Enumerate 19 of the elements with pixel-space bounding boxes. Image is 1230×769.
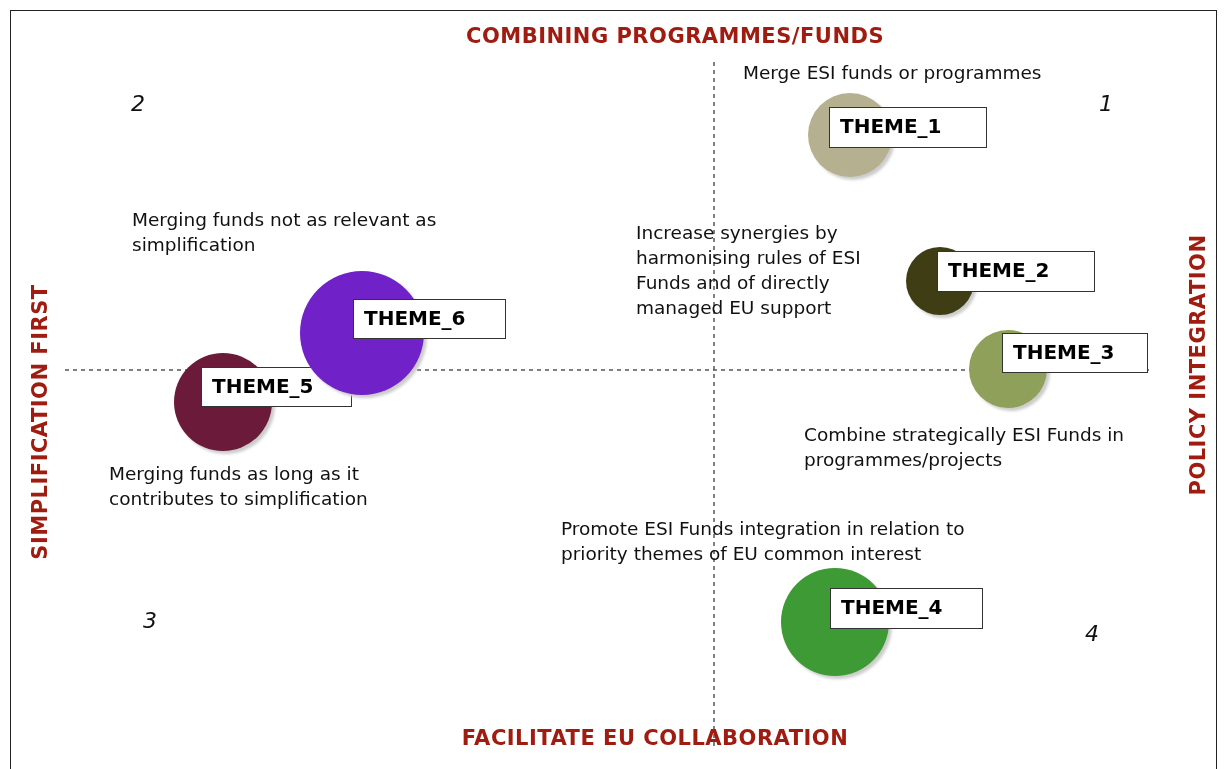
axis-label: COMBINING PROGRAMMES/FUNDS [466, 24, 884, 48]
quadrant-number: 3 [143, 607, 157, 633]
description-text: Combine strategically ESI Funds in programmes/projects [804, 423, 1126, 472]
description-text: Promote ESI Funds integration in relation to priority themes of EU common interest [561, 517, 966, 566]
axis-label: SIMPLIFICATION FIRST [28, 284, 52, 560]
axis-label: FACILITATE EU COLLABORATION [461, 726, 849, 750]
theme-label: THEME_1 [829, 107, 987, 148]
theme-label: THEME_4 [830, 588, 983, 629]
description-text: Merge ESI funds or programmes [743, 61, 1043, 85]
quadrant-number: 1 [1099, 90, 1113, 116]
description-text: Merging funds as long as it contributes to simplification [109, 462, 369, 511]
description-text: Merging funds not as relevant as simplification [132, 208, 438, 257]
quadrant-number: 2 [131, 90, 145, 116]
quadrant-number: 4 [1085, 620, 1099, 646]
theme-label: THEME_2 [937, 251, 1095, 292]
theme-label: THEME_3 [1002, 333, 1148, 373]
axis-label: POLICY INTEGRATION [1186, 234, 1210, 496]
description-text: Increase synergies by harmonising rules of ESI Funds and of directly managed EU support [636, 221, 862, 320]
theme-label: THEME_6 [353, 299, 506, 339]
